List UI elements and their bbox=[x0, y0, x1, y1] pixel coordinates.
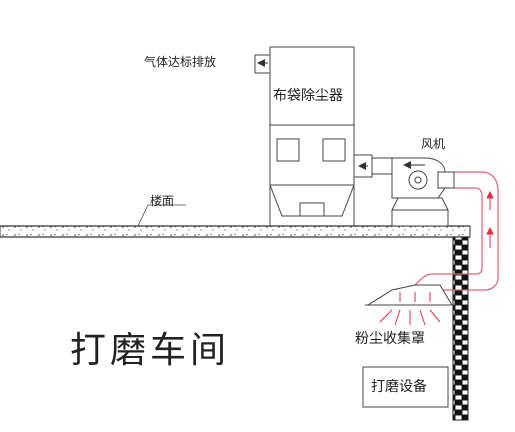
floor-slab bbox=[0, 225, 471, 238]
filter-to-fan-duct bbox=[353, 154, 393, 178]
duct-flow-arrows bbox=[486, 190, 494, 248]
floor-label: 楼面 bbox=[150, 194, 175, 208]
grinding-equipment bbox=[362, 366, 449, 408]
baghouse-label: 布袋除尘器 bbox=[273, 88, 343, 104]
floor-leader-line bbox=[137, 204, 186, 227]
workshop-label: 打磨车间 bbox=[70, 330, 231, 371]
equipment-label: 打磨设备 bbox=[371, 379, 427, 395]
dust-hood bbox=[365, 284, 455, 326]
brick-wall bbox=[452, 236, 469, 421]
hood-label: 粉尘收集罩 bbox=[355, 331, 425, 347]
bag-filter-unit bbox=[254, 46, 355, 226]
fan bbox=[391, 157, 455, 227]
exhaust-label: 气体达标排放 bbox=[144, 55, 217, 69]
fan-label: 风机 bbox=[421, 137, 446, 151]
